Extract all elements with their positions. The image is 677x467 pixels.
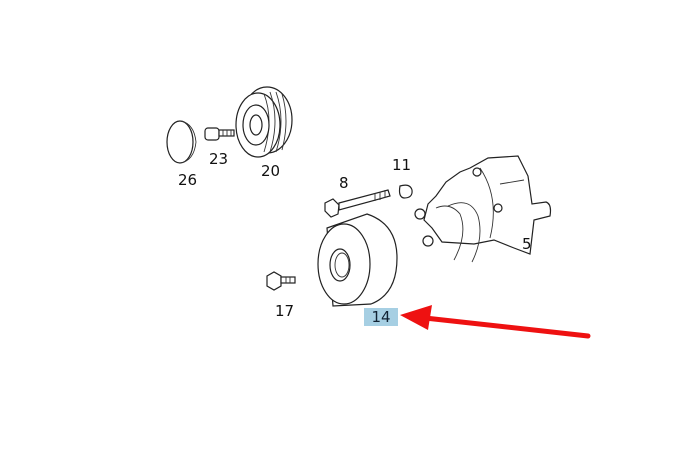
label-20[interactable]: 20 <box>261 162 281 180</box>
label-26[interactable]: 26 <box>178 171 198 189</box>
part-20-pulley[interactable] <box>235 86 293 158</box>
part-17-bolt[interactable] <box>266 271 296 291</box>
label-5[interactable]: 5 <box>522 235 532 253</box>
label-17[interactable]: 17 <box>275 302 295 320</box>
label-11[interactable]: 11 <box>392 156 412 174</box>
part-5-tensioner-housing[interactable] <box>414 155 552 263</box>
label-14-highlighted[interactable]: 14 <box>364 308 398 326</box>
part-14-idler-pulley[interactable] <box>317 213 398 307</box>
part-8-bolt[interactable] <box>324 189 391 218</box>
part-23-bolt[interactable] <box>204 127 235 141</box>
label-8[interactable]: 8 <box>339 174 349 192</box>
part-26-cap[interactable] <box>166 120 197 164</box>
label-23[interactable]: 23 <box>209 150 229 168</box>
red-arrow-pointer <box>400 305 591 339</box>
part-11-clip[interactable] <box>398 184 413 199</box>
